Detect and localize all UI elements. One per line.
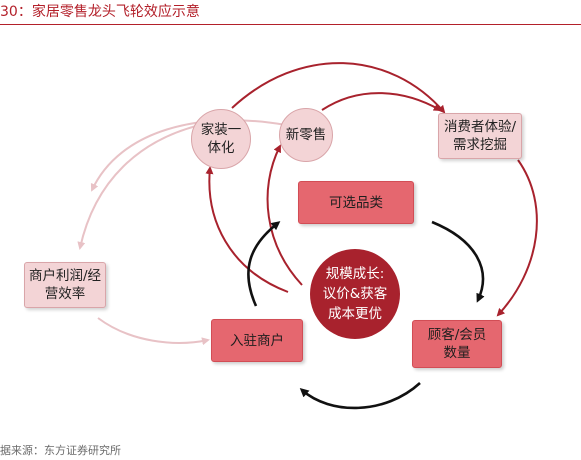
arrow-settled-to-categories bbox=[247, 221, 281, 307]
arrow-categories-to-customers bbox=[431, 220, 485, 303]
arrow-integration-to-experience bbox=[231, 62, 446, 114]
node-product-categories-label: 可选品类 bbox=[329, 194, 383, 211]
node-home-integration-line1: 家装一 bbox=[200, 122, 242, 138]
arrow-experience-to-customers bbox=[496, 159, 538, 317]
node-merchant-profit-line2: 营效率 bbox=[44, 286, 86, 302]
node-consumer-experience-line1: 消费者体验/ bbox=[443, 119, 517, 135]
center-line2: 议价&获客 bbox=[322, 286, 388, 302]
node-consumer-experience-line2: 需求挖掘 bbox=[453, 137, 507, 153]
arrow-newretail-to-experience bbox=[321, 92, 442, 111]
node-new-retail: 新零售 bbox=[279, 108, 333, 162]
node-center-scale-growth: 规模成长: 议价&获客 成本更优 bbox=[310, 249, 400, 339]
node-customers-line1: 顾客/会员 bbox=[427, 327, 487, 343]
node-customers-line2: 数量 bbox=[443, 345, 471, 361]
node-customers: 顾客/会员 数量 bbox=[412, 320, 502, 368]
node-settled-merchants-label: 入驻商户 bbox=[230, 332, 284, 349]
center-line3: 成本更优 bbox=[328, 306, 382, 322]
arrow-merchant-profit-to-settled bbox=[97, 317, 210, 346]
node-home-integration: 家装一 体化 bbox=[191, 109, 251, 169]
node-merchant-profit: 商户利润/经 营效率 bbox=[24, 262, 106, 308]
arrow-customers-to-settled bbox=[299, 382, 421, 410]
arrow-newretail-to-merchant-profit bbox=[90, 119, 287, 192]
arrow-integration-to-merchant-profit bbox=[77, 124, 201, 250]
node-consumer-experience: 消费者体验/ 需求挖掘 bbox=[438, 113, 522, 159]
title-divider bbox=[0, 24, 581, 25]
arrow-center-to-integration bbox=[205, 166, 289, 293]
center-line1: 规模成长: bbox=[325, 266, 385, 282]
node-product-categories: 可选品类 bbox=[298, 181, 414, 224]
node-merchant-profit-line1: 商户利润/经 bbox=[28, 268, 102, 284]
node-settled-merchants: 入驻商户 bbox=[211, 319, 303, 362]
node-home-integration-line2: 体化 bbox=[207, 140, 235, 156]
figure-title: 30：家居零售龙头飞轮效应示意 bbox=[0, 4, 200, 20]
arrow-center-to-newretail bbox=[266, 144, 303, 286]
node-new-retail-label: 新零售 bbox=[285, 127, 327, 143]
source-note: 据来源：东方证券研究所 bbox=[0, 444, 121, 457]
